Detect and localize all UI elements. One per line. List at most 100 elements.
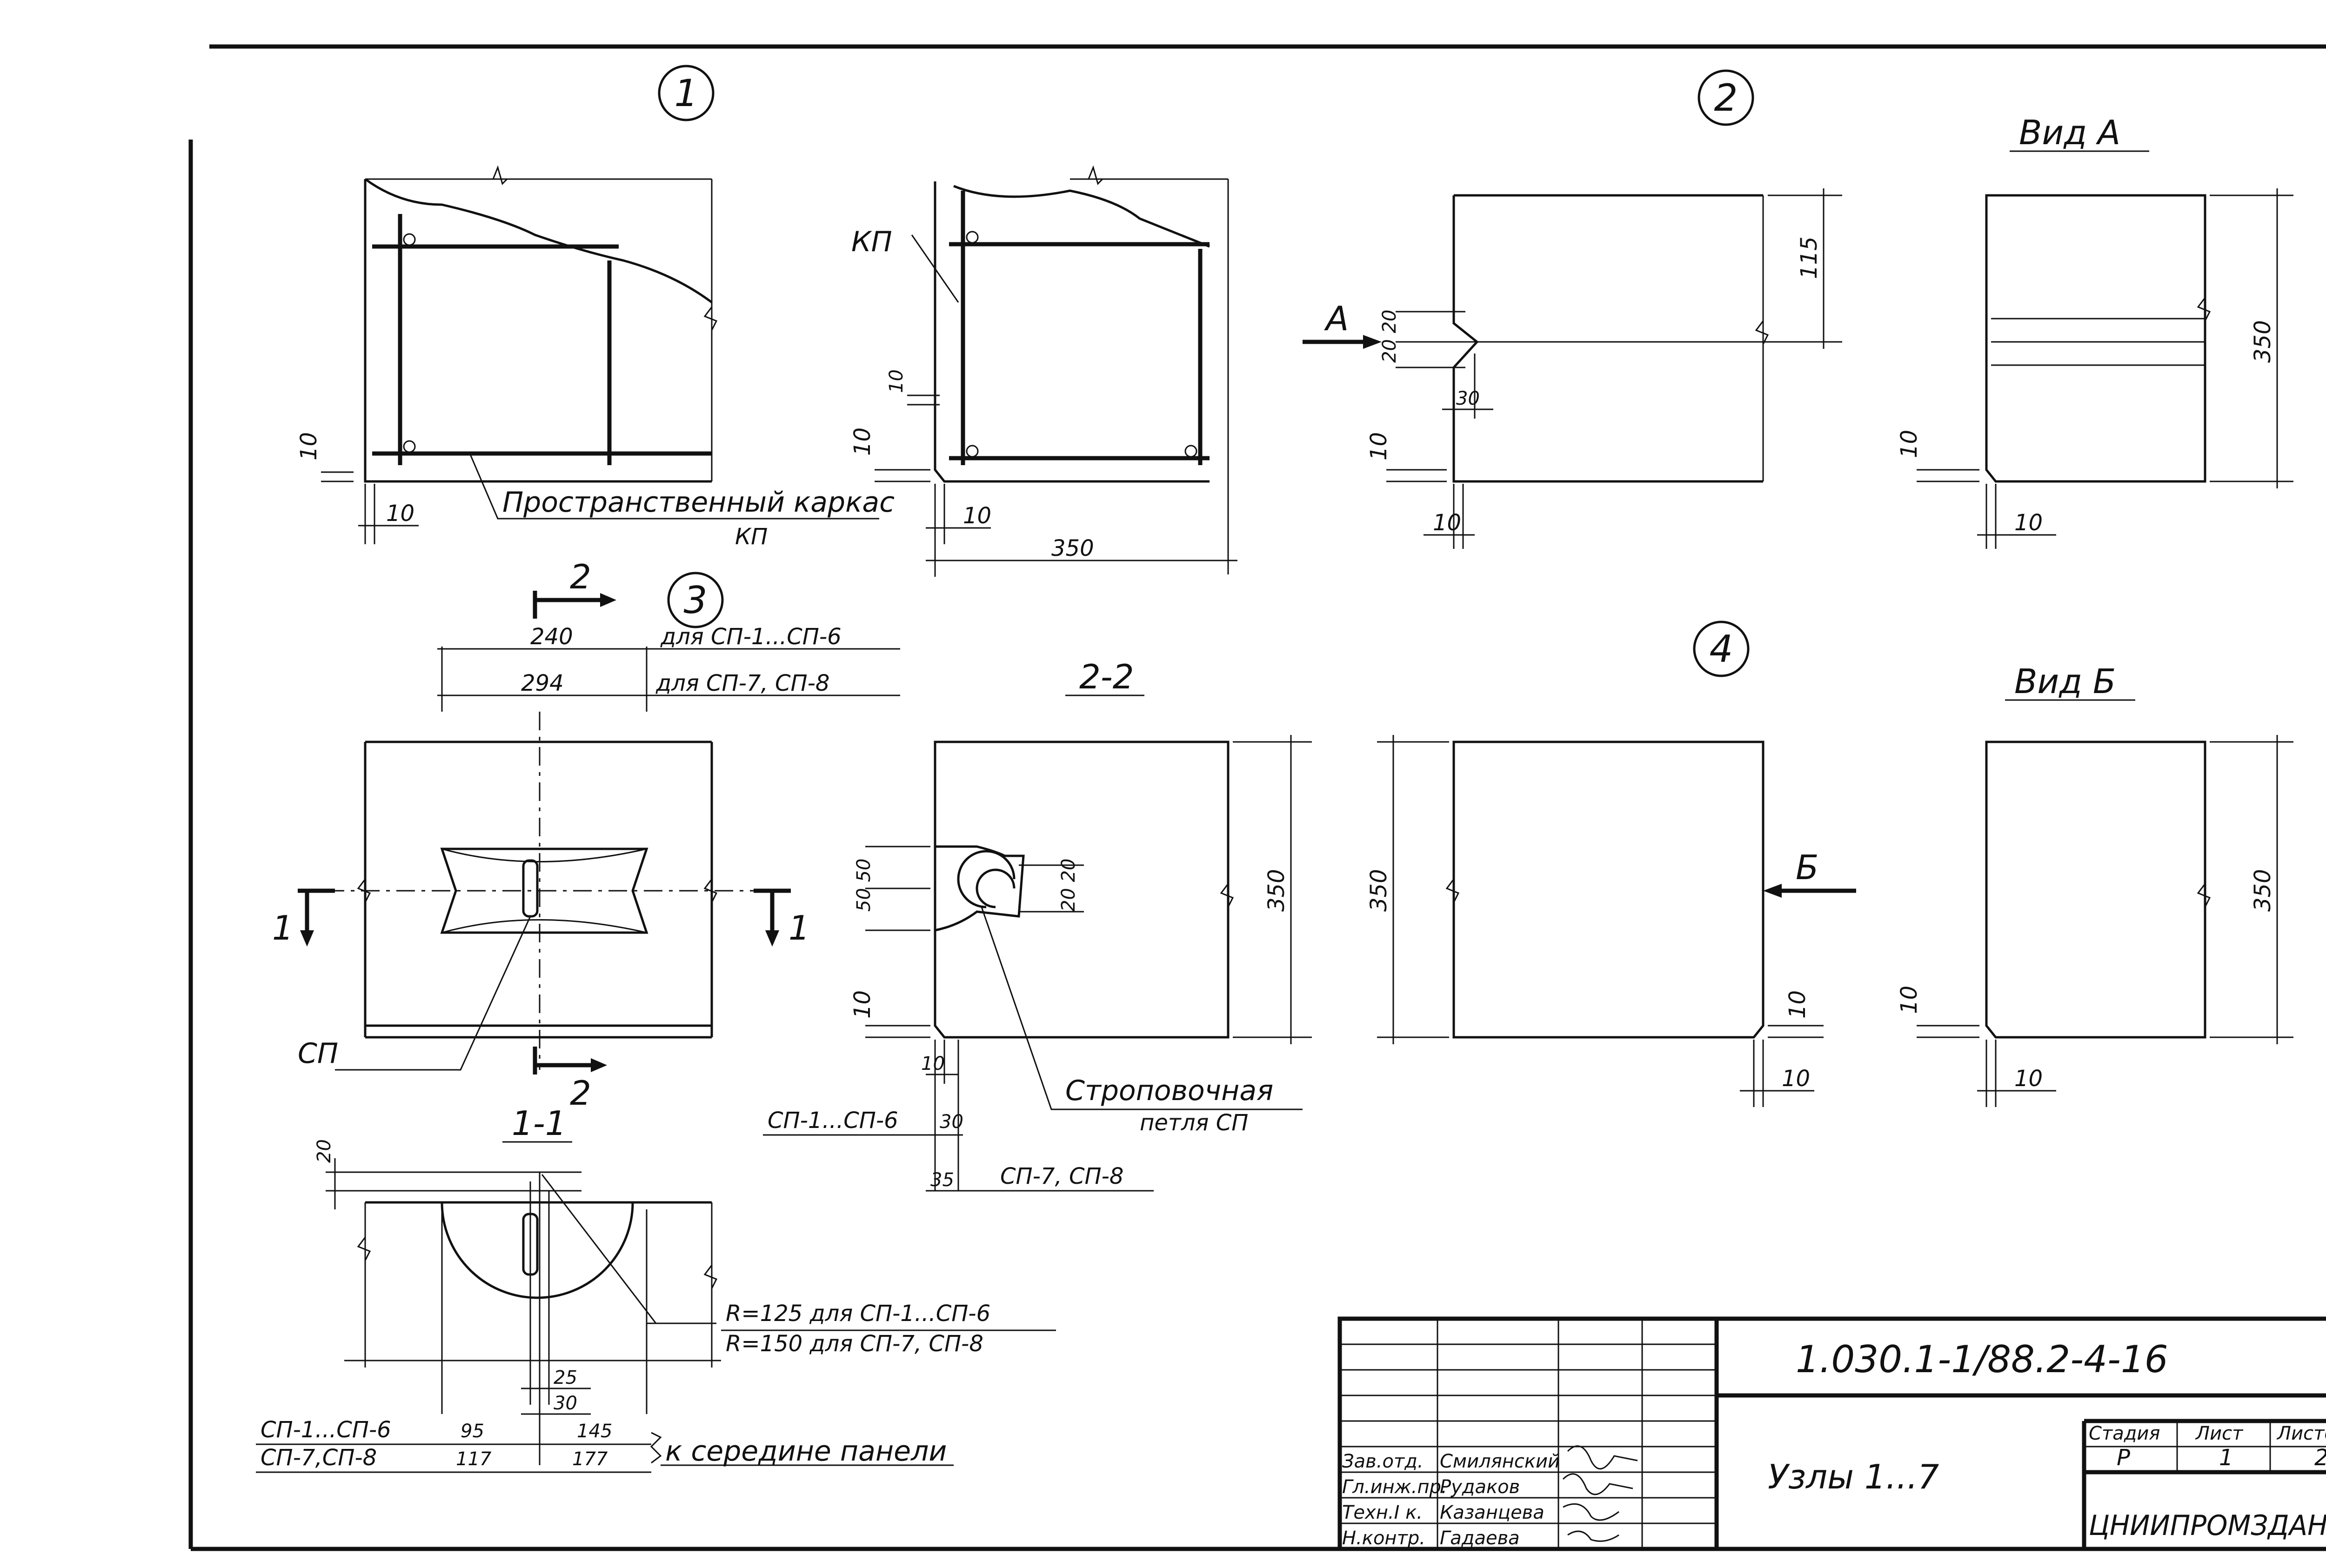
svg-text:115: 115 (1796, 236, 1822, 279)
svg-text:1: 1 (2219, 1445, 2233, 1471)
svg-text:50 50: 50 50 (853, 858, 875, 912)
svg-text:СП-1...СП-6: СП-1...СП-6 (261, 1417, 391, 1443)
svg-text:30: 30 (554, 1393, 577, 1414)
svg-text:10: 10 (849, 990, 876, 1019)
svg-text:3: 3 (684, 579, 708, 622)
svg-text:1: 1 (675, 72, 698, 115)
node-4-view: 350 Б 10 10 (1366, 735, 1856, 1107)
svg-text:СП-7,СП-8: СП-7,СП-8 (261, 1445, 377, 1471)
svg-text:Листов: Листов (2276, 1423, 2326, 1444)
cut-2-marks: 2 2 (533, 557, 616, 1113)
svg-text:10: 10 (921, 1053, 945, 1074)
svg-text:1-1: 1-1 (512, 1104, 567, 1143)
title-block: 1.030.1-1/88.2-4-16 Узлы 1...7 Стадия Ли… (1337, 1316, 2326, 1551)
svg-text:Вид А: Вид А (2019, 113, 2120, 152)
svg-text:ЦНИИПРОМЗДАНИЙ: ЦНИИПРОМЗДАНИЙ (2089, 1509, 2326, 1542)
svg-text:177: 177 (572, 1448, 608, 1470)
signature-2 (1562, 1473, 1633, 1495)
section-2-2: 2-2 350 50 50 20 20 10 10 СП-1...СП-6 30… (763, 657, 1312, 1192)
svg-text:294: 294 (521, 670, 564, 696)
svg-text:2: 2 (570, 557, 591, 596)
svg-text:10: 10 (1785, 990, 1811, 1019)
svg-text:20: 20 (314, 1139, 335, 1163)
svg-text:1.030.1-1/88.2-4-16: 1.030.1-1/88.2-4-16 (1796, 1338, 2168, 1381)
svg-text:20 20: 20 20 (1379, 309, 1400, 363)
svg-text:петля СП: петля СП (1140, 1110, 1248, 1136)
svg-text:350: 350 (1051, 535, 1094, 561)
svg-text:Пространственный каркас: Пространственный каркас (502, 486, 895, 519)
svg-text:10: 10 (886, 369, 907, 393)
svg-text:95: 95 (461, 1421, 484, 1442)
svg-text:350: 350 (1366, 869, 1392, 912)
svg-text:350: 350 (2250, 869, 2276, 912)
svg-text:СП-1...СП-6: СП-1...СП-6 (768, 1108, 898, 1134)
svg-text:117: 117 (456, 1448, 492, 1470)
svg-text:10: 10 (849, 427, 876, 456)
svg-text:10: 10 (296, 432, 322, 460)
svg-text:10: 10 (1896, 986, 1922, 1014)
svg-text:30: 30 (940, 1111, 963, 1133)
svg-text:Рудаков: Рудаков (1440, 1476, 1520, 1498)
svg-text:R=150 для СП-7, СП-8: R=150 для СП-7, СП-8 (726, 1331, 983, 1357)
svg-text:Н.контр.: Н.контр. (1342, 1528, 1425, 1549)
node-4-marker: 4 (1693, 621, 1750, 677)
svg-text:10: 10 (1366, 432, 1392, 460)
svg-text:10: 10 (2014, 510, 2043, 536)
svg-text:10: 10 (2014, 1066, 2043, 1092)
svg-text:для СП-1...СП-6: для СП-1...СП-6 (660, 624, 842, 650)
svg-text:1: 1 (272, 908, 294, 947)
svg-text:КП: КП (735, 524, 768, 550)
svg-text:Вид Б: Вид Б (2014, 662, 2116, 701)
signature-3 (1563, 1503, 1619, 1521)
svg-text:145: 145 (577, 1421, 612, 1442)
svg-text:КП: КП (851, 226, 892, 258)
svg-text:Узлы 1...7: Узлы 1...7 (1768, 1457, 1939, 1496)
node-1-marker: 1 (658, 65, 715, 121)
svg-text:30: 30 (1456, 388, 1480, 409)
svg-text:Смилянский: Смилянский (1440, 1451, 1560, 1472)
svg-text:240: 240 (530, 624, 573, 650)
svg-text:к середине панели: к середине панели (665, 1435, 947, 1468)
svg-text:А: А (1324, 299, 1349, 338)
svg-text:Зав.отд.: Зав.отд. (1342, 1451, 1424, 1472)
view-b: Вид Б 350 10 10 (1896, 662, 2293, 1107)
svg-text:Казанцева: Казанцева (1440, 1502, 1544, 1523)
node-1-left-view: 10 10 (296, 165, 718, 544)
svg-text:Гадаева: Гадаева (1440, 1528, 1520, 1549)
svg-text:Стадия: Стадия (2089, 1423, 2160, 1444)
frame-leader: Пространственный каркас КП (469, 453, 895, 550)
svg-text:2: 2 (2314, 1445, 2326, 1471)
signature-4 (1567, 1530, 1619, 1542)
sheet-frame (188, 44, 2326, 1551)
node-3-plan: 240 294 для СП-1...СП-6 для СП-7, СП-8 1… (272, 624, 900, 1071)
svg-text:R=125 для СП-1...СП-6: R=125 для СП-1...СП-6 (726, 1301, 990, 1327)
node-3-marker: 3 (667, 572, 724, 628)
node-2-marker: 2 (1698, 69, 1754, 126)
svg-text:10: 10 (1782, 1066, 1810, 1092)
node-1-right-view: КП 10 10 10 350 (849, 165, 1237, 577)
svg-text:2-2: 2-2 (1079, 657, 1134, 696)
svg-text:Строповочная: Строповочная (1065, 1074, 1273, 1107)
svg-text:СП-7, СП-8: СП-7, СП-8 (1000, 1163, 1123, 1189)
svg-text:10: 10 (1433, 510, 1461, 536)
svg-text:Б: Б (1796, 848, 1818, 887)
view-a: Вид А 350 10 10 (1896, 113, 2293, 549)
svg-text:Гл.инж.пр.: Гл.инж.пр. (1342, 1476, 1447, 1498)
svg-text:350: 350 (2250, 320, 2276, 363)
node-2-view: 115 А 20 20 30 10 10 (1303, 188, 1842, 549)
svg-text:350: 350 (1263, 869, 1290, 912)
svg-text:20 20: 20 20 (1058, 858, 1079, 912)
svg-text:10: 10 (963, 503, 991, 529)
svg-text:2: 2 (570, 1074, 591, 1113)
svg-text:Техн.I к.: Техн.I к. (1342, 1502, 1423, 1523)
svg-text:10: 10 (1896, 430, 1922, 458)
svg-text:для СП-7, СП-8: для СП-7, СП-8 (655, 670, 829, 696)
svg-text:СП: СП (298, 1037, 338, 1070)
svg-text:Лист: Лист (2195, 1423, 2244, 1444)
svg-text:35: 35 (930, 1169, 954, 1191)
svg-text:25: 25 (554, 1367, 577, 1388)
signature-1 (1567, 1445, 1638, 1470)
section-1-1: 1-1 20 R=125 для СП-1...СП-6 R=150 для С… (256, 1104, 1056, 1473)
svg-text:1: 1 (789, 908, 810, 947)
